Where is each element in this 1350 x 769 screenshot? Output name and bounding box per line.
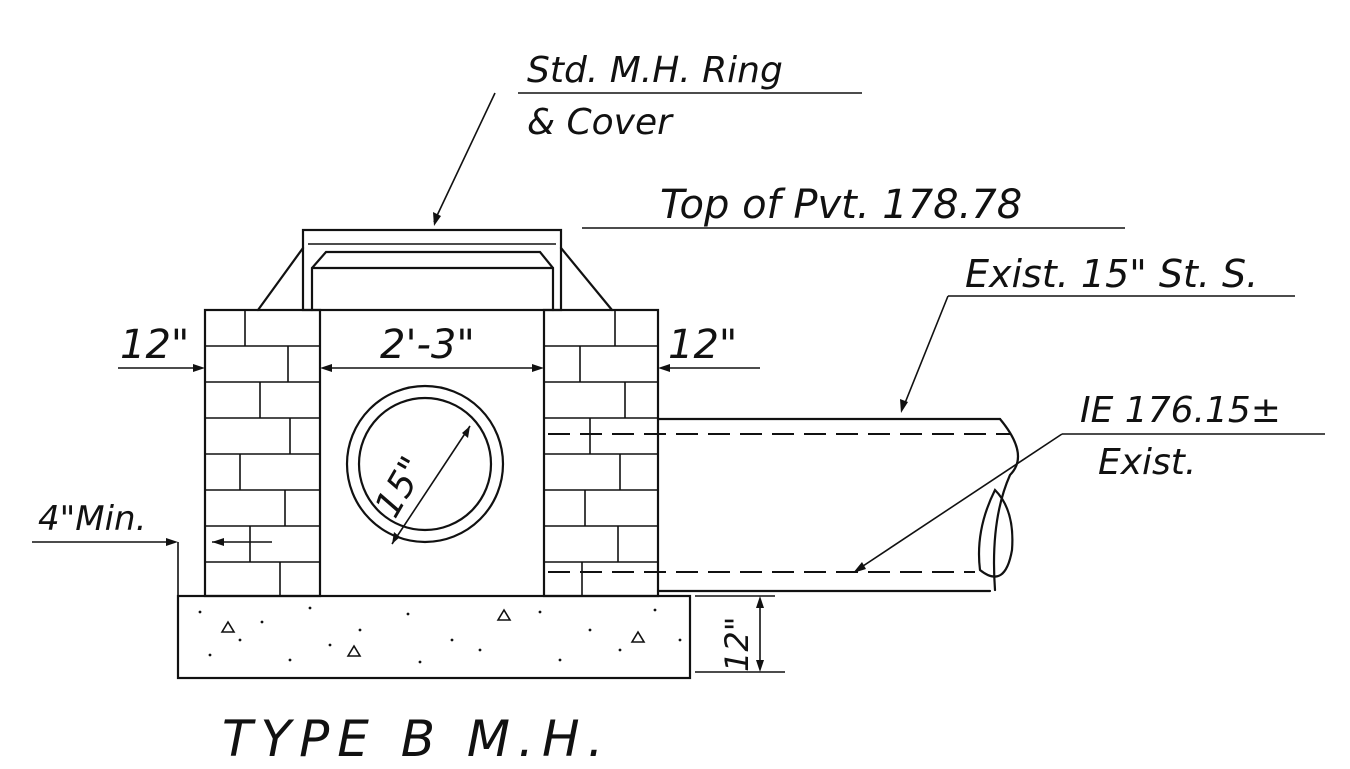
drawing-title: TYPE B M.H. — [222, 710, 611, 768]
left-brick-wall — [203, 308, 322, 598]
aggregate-mark — [346, 644, 362, 657]
left-wall-outline — [203, 308, 322, 598]
pipe-break-end — [992, 417, 1020, 592]
right-wall-courses — [544, 310, 658, 596]
dim-arrow-head — [392, 532, 400, 544]
base-thickness-label: 12" — [718, 617, 756, 672]
invert-elevation-label: IE 176.15± — [1080, 390, 1281, 431]
dim-arrow-head — [166, 538, 178, 546]
leader-arrow — [433, 212, 441, 226]
invert-note-label: Exist. — [1098, 442, 1196, 483]
top-of-pavement-label: Top of Pvt. 178.78 — [660, 182, 1022, 228]
pipe-diameter-label: 15" — [367, 450, 434, 525]
dim-arrow-head — [212, 538, 224, 546]
aggregate-mark — [630, 630, 646, 643]
dim-arrow-head — [532, 364, 544, 372]
concrete-stipple — [198, 606, 682, 664]
existing-pipe-label: Exist. 15" St. S. — [965, 252, 1258, 296]
ring-cover-label: Std. M.H. Ring — [527, 50, 783, 91]
cover-frame — [301, 228, 563, 312]
base-slab — [176, 594, 692, 680]
left-wall-courses — [205, 310, 320, 596]
pipe-diameter-dimension — [391, 425, 471, 545]
pipe-label-leader — [902, 295, 949, 409]
dim-arrow-head — [658, 364, 670, 372]
pipe-break-loop — [977, 488, 1014, 578]
concrete-base — [176, 594, 692, 680]
right-wall-outline — [542, 308, 660, 598]
invert-leader — [856, 433, 1063, 571]
dim-arrow-head — [756, 596, 764, 608]
cover-inner — [310, 250, 555, 312]
ring-cover-label-2: & Cover — [527, 102, 674, 143]
ring-brace-right — [559, 246, 614, 312]
inside-width-label: 2'-3" — [380, 322, 475, 368]
dim-arrow-head — [462, 426, 470, 438]
pipe-outer-circle — [345, 384, 505, 544]
aggregate-mark — [496, 608, 512, 621]
leader-arrow — [900, 399, 908, 413]
right-wall-dim-label: 12" — [668, 322, 737, 368]
ring-brace-left — [256, 246, 305, 312]
leader-lines — [32, 92, 1325, 673]
left-wall-dim-label: 12" — [120, 322, 189, 368]
leader-arrow — [853, 562, 866, 573]
dim-arrow-head — [320, 364, 332, 372]
pipe-inner-circle — [357, 396, 493, 532]
dim-arrow-head — [193, 364, 205, 372]
ring-and-cover — [256, 228, 614, 312]
right-brick-wall — [542, 308, 660, 598]
existing-storm-sewer — [548, 417, 1020, 593]
dim-arrow-head — [756, 660, 764, 672]
ring-cover-leader — [433, 92, 496, 223]
aggregate-mark — [220, 620, 236, 633]
base-clearance-label: 4"Min. — [38, 499, 146, 539]
pipe-opening — [345, 384, 505, 545]
